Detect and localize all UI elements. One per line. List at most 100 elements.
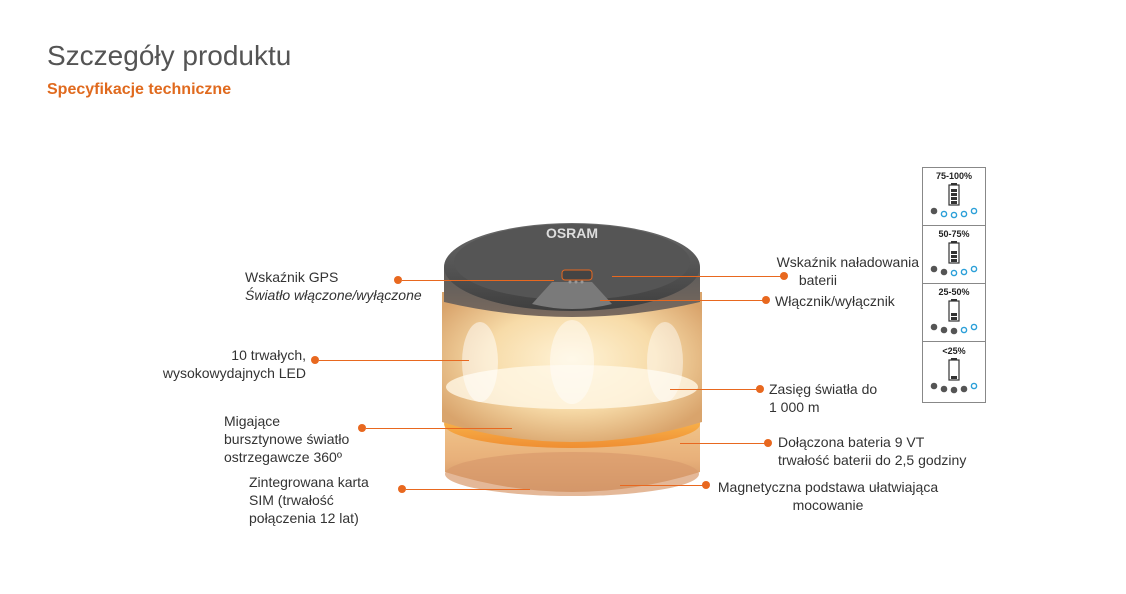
battery-dot-off xyxy=(950,327,958,335)
battery-level-label: 50-75% xyxy=(938,229,970,239)
warning-light-product-image: OSRAM xyxy=(442,223,702,496)
gps-callout: Wskaźnik GPS Światło włączone/wyłączone xyxy=(245,268,422,304)
led-leader-line xyxy=(319,360,469,361)
battery-outline xyxy=(948,300,960,322)
battery-dot-off xyxy=(940,268,948,276)
battery-bar xyxy=(951,193,957,196)
battery-bar xyxy=(951,317,957,320)
flash-callout: Migające bursztynowe światło ostrzegawcz… xyxy=(224,412,349,466)
page-subtitle: Specyfikacje techniczne xyxy=(47,81,232,98)
gps-callout-title: Wskaźnik GPS xyxy=(245,269,339,285)
battery-bar xyxy=(951,376,957,379)
battery-indicator-callout: Wskaźnik naładowania baterii xyxy=(728,253,919,289)
battery-indicator-marker xyxy=(780,272,788,280)
battery-bar xyxy=(951,313,957,316)
range-callout-line1: Zasięg światła do xyxy=(769,381,878,397)
battery-dot-lit xyxy=(970,207,978,215)
battery-outline xyxy=(948,242,960,264)
battery-indicator-line2: baterii xyxy=(798,272,837,288)
battery-level-icon xyxy=(930,241,978,277)
battery-dot-off xyxy=(930,323,938,331)
flash-callout-line1: Migające xyxy=(224,413,281,429)
battery-outline xyxy=(948,184,960,206)
battery-level-icon xyxy=(930,183,978,219)
battery-leader-line xyxy=(680,443,768,444)
battery-level-cell: 75-100% xyxy=(923,168,985,226)
battery-dot-lit xyxy=(960,268,968,276)
battery-dot-lit xyxy=(970,323,978,331)
battery-bar xyxy=(951,251,957,254)
brand-logo: OSRAM xyxy=(546,225,598,241)
battery-level-icon xyxy=(930,358,978,394)
led-callout-line1: 10 trwałych, xyxy=(231,347,306,363)
sim-callout: Zintegrowana karta SIM (trwałość połącze… xyxy=(249,473,369,527)
battery-dot-off xyxy=(940,385,948,393)
sim-marker xyxy=(398,485,406,493)
battery-level-icon xyxy=(930,299,978,335)
battery-dot-lit xyxy=(970,265,978,273)
battery-level-label: 75-100% xyxy=(935,171,973,181)
magnet-leader-line xyxy=(620,485,706,486)
battery-bar xyxy=(951,201,957,204)
flash-callout-line2: bursztynowe światło xyxy=(224,431,350,447)
battery-dot-off xyxy=(930,265,938,273)
range-leader-line xyxy=(670,389,760,390)
power-marker xyxy=(762,296,770,304)
battery-dot-lit xyxy=(950,211,958,219)
battery-dot-off xyxy=(940,326,948,334)
led-callout-line2: wysokowydajnych LED xyxy=(162,365,306,381)
battery-indicator-line1: Wskaźnik naładowania xyxy=(776,254,919,270)
battery-bar xyxy=(951,189,957,192)
battery-dot-lit xyxy=(950,269,958,277)
sim-callout-line3: połączenia 12 lat) xyxy=(249,510,359,526)
battery-cap xyxy=(951,183,957,185)
gps-callout-subtitle: Światło włączone/wyłączone xyxy=(245,287,422,303)
power-leader-line xyxy=(600,300,766,301)
battery-marker xyxy=(764,439,772,447)
battery-dot-off xyxy=(950,386,958,394)
battery-dot-off xyxy=(960,385,968,393)
battery-callout-line1: Dołączona bateria 9 VT xyxy=(778,434,925,450)
battery-dot-lit xyxy=(940,210,948,218)
battery-level-cell: 50-75% xyxy=(923,226,985,284)
battery-level-label: 25-50% xyxy=(938,287,970,297)
range-callout: Zasięg światła do 1 000 m xyxy=(769,380,877,416)
flash-callout-line3: ostrzegawcze 360º xyxy=(224,449,342,465)
magnet-marker xyxy=(702,481,710,489)
flash-leader-line xyxy=(366,428,512,429)
battery-cap xyxy=(951,299,957,301)
sim-callout-line1: Zintegrowana karta xyxy=(249,474,369,490)
sim-callout-line2: SIM (trwałość xyxy=(249,492,334,508)
battery-levels-panel: 75-100% 50-75% 25-50% <25% xyxy=(922,167,986,403)
battery-dot-off xyxy=(930,382,938,390)
magnet-callout-line2: mocowanie xyxy=(792,497,864,513)
battery-dot-off xyxy=(930,207,938,215)
battery-callout-line2: trwałość baterii do 2,5 godziny xyxy=(778,452,967,468)
battery-cap xyxy=(951,358,957,360)
battery-dot-lit xyxy=(960,210,968,218)
magnet-callout: Magnetyczna podstawa ułatwiająca mocowan… xyxy=(714,478,942,514)
battery-indicator-leader-line xyxy=(612,276,784,277)
magnet-callout-line1: Magnetyczna podstawa ułatwiająca xyxy=(717,479,939,495)
battery-cap xyxy=(951,241,957,243)
battery-bar xyxy=(951,259,957,262)
flash-marker xyxy=(358,424,366,432)
power-callout: Włącznik/wyłącznik xyxy=(775,293,895,309)
battery-dot-lit xyxy=(960,326,968,334)
battery-callout: Dołączona bateria 9 VT trwałość baterii … xyxy=(778,433,966,469)
battery-level-label: <25% xyxy=(942,346,966,356)
battery-level-cell: <25% xyxy=(923,343,985,400)
sim-leader-line xyxy=(406,489,530,490)
range-callout-line2: 1 000 m xyxy=(769,399,820,415)
gps-marker xyxy=(394,276,402,284)
battery-outline xyxy=(948,359,960,381)
battery-level-cell: 25-50% xyxy=(923,284,985,342)
gps-leader-line xyxy=(402,280,554,281)
battery-dot-lit xyxy=(970,382,978,390)
battery-bar xyxy=(951,255,957,258)
led-callout: 10 trwałych, wysokowydajnych LED xyxy=(150,346,306,382)
battery-bar xyxy=(951,197,957,200)
page-title: Szczegóły produktu xyxy=(47,40,292,71)
range-marker xyxy=(756,385,764,393)
led-marker xyxy=(311,356,319,364)
